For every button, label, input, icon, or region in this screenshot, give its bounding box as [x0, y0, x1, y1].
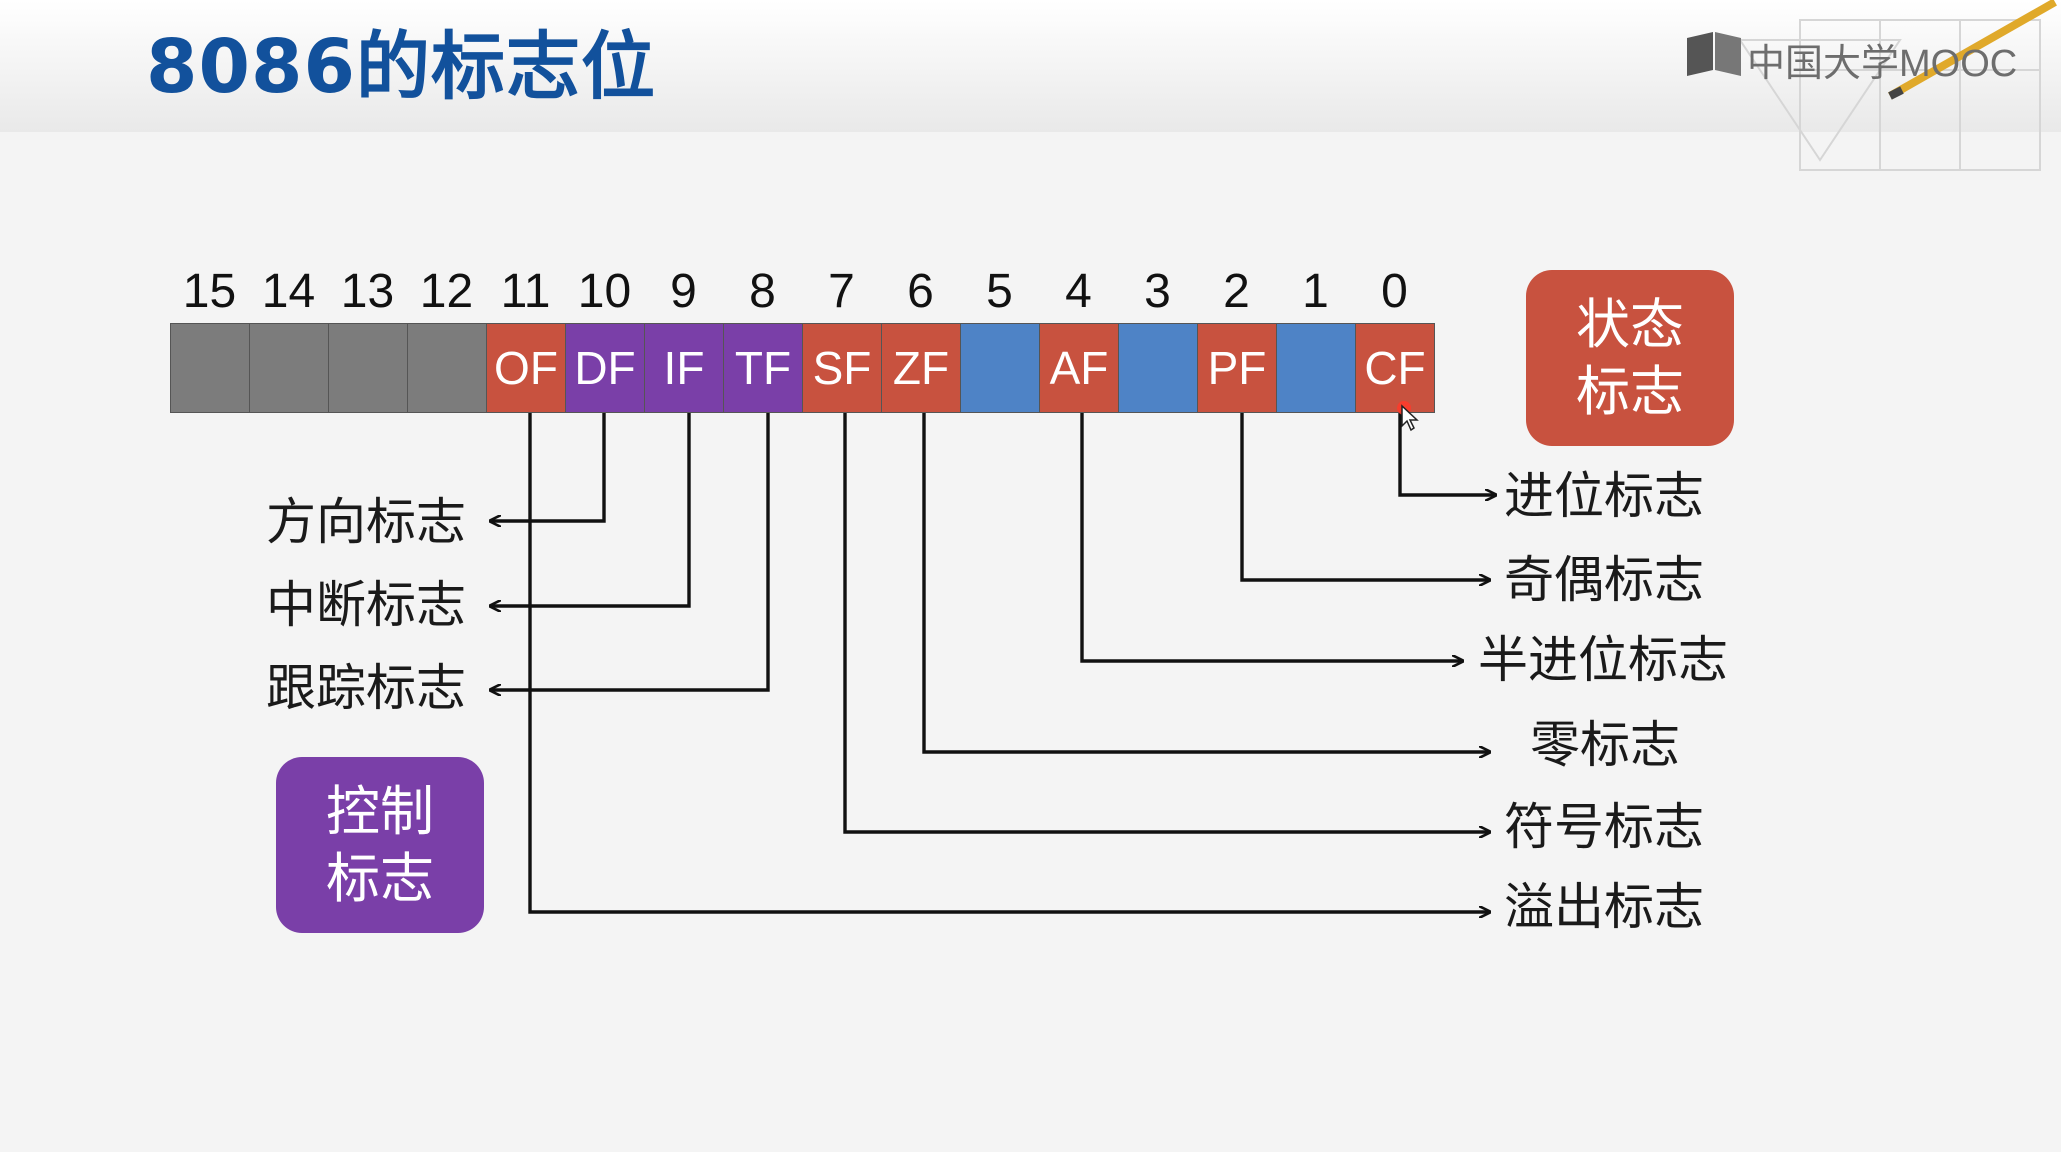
register-cell-empty	[1118, 323, 1198, 413]
register-cell-reserved	[328, 323, 408, 413]
register-cell-reserved	[249, 323, 329, 413]
register-cell-tf: TF	[723, 323, 803, 413]
bit-number: 15	[182, 265, 237, 318]
bit-number: 8	[749, 265, 776, 318]
bit-number: 0	[1381, 265, 1408, 318]
bit-number: 14	[261, 265, 316, 318]
bit-number: 9	[670, 265, 697, 318]
label-overflow-flag: 溢出标志	[1504, 878, 1704, 936]
control-box-line2: 标志	[326, 847, 434, 910]
bit-number: 4	[1065, 265, 1092, 318]
bit-number: 11	[500, 265, 551, 318]
label-interrupt-flag: 中断标志	[266, 576, 466, 634]
bit-number: 13	[340, 265, 395, 318]
register-cell-df: DF	[565, 323, 645, 413]
bit-number: 10	[577, 265, 632, 318]
register-cell-of: OF	[486, 323, 566, 413]
label-sign-flag: 符号标志	[1504, 798, 1704, 856]
bit-number: 1	[1302, 265, 1329, 318]
bit-number: 7	[828, 265, 855, 318]
connector-cf	[1398, 413, 1496, 495]
connector-af	[1080, 413, 1463, 661]
bit-number: 5	[986, 265, 1013, 318]
status-box-line2: 标志	[1576, 360, 1684, 423]
label-parity-flag: 奇偶标志	[1504, 551, 1704, 609]
label-direction-flag: 方向标志	[266, 493, 466, 551]
bit-number: 3	[1144, 265, 1171, 318]
register-cell-sf: SF	[802, 323, 882, 413]
book-icon	[1687, 32, 1741, 76]
drafting-sketch-decoration	[1738, 0, 2057, 171]
register-cell-zf: ZF	[881, 323, 961, 413]
status-flags-group-box: 状态 标志	[1526, 270, 1734, 446]
connector-pf	[1240, 413, 1490, 580]
register-cell-empty	[1276, 323, 1356, 413]
page-title: 8086的标志位	[146, 24, 656, 110]
control-box-line1: 控制	[326, 779, 434, 843]
bit-number: 6	[907, 265, 934, 318]
label-auxiliary-carry-flag: 半进位标志	[1478, 631, 1728, 689]
connector-df	[490, 413, 606, 521]
label-zero-flag: 零标志	[1530, 716, 1680, 774]
bit-number: 2	[1223, 265, 1250, 318]
connector-if	[490, 413, 691, 606]
status-box-line1: 状态	[1576, 292, 1684, 356]
connector-of	[528, 413, 1490, 912]
logo-text: 中国大学MOOC	[1747, 43, 2018, 85]
mouse-pointer-icon	[1397, 401, 1419, 432]
label-carry-flag: 进位标志	[1504, 467, 1704, 525]
connector-zf	[922, 413, 1490, 752]
register-cell-af: AF	[1039, 323, 1119, 413]
bit-number: 12	[419, 265, 474, 318]
connector-sf	[843, 413, 1490, 832]
control-flags-group-box: 控制 标志	[276, 757, 484, 933]
connector-tf	[490, 413, 770, 690]
label-trap-flag: 跟踪标志	[266, 659, 466, 717]
register-cell-cf: CF	[1355, 323, 1435, 413]
